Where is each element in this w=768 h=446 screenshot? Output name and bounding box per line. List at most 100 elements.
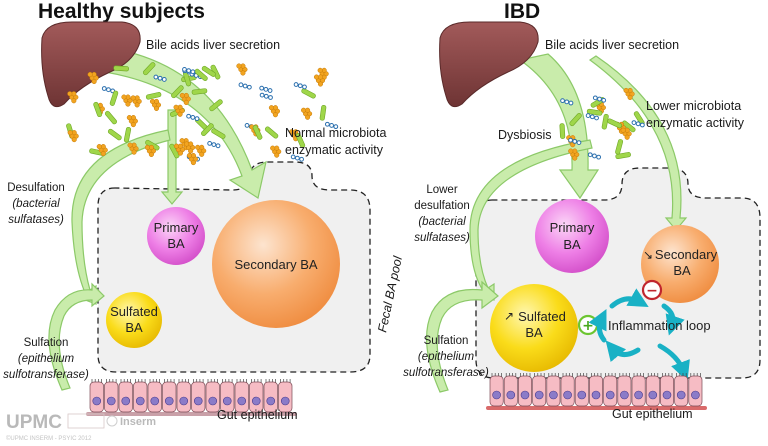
healthy-title: Healthy subjects [38,0,205,23]
epithelial-cell-icon [133,379,148,413]
bacterium-chain-icon [324,121,339,130]
epithelial-cell-icon [162,379,177,413]
basement-membrane [486,406,707,410]
bacterium-rod-icon [586,108,603,116]
bacterium-cocci-icon [149,98,162,111]
healthy-sulfation-label-3: sulfotransferase) [3,369,89,381]
bacterium-rod-icon [191,88,208,95]
bacterium-chain-icon [290,154,304,162]
epithelial-cell-icon [176,379,191,413]
plus-sign: + [582,318,594,334]
healthy-gut-epithelium-label: Gut epithelium [217,408,298,422]
epithelial-cell-icon [503,373,518,407]
sulfated-ba-label-2: BA [125,320,143,335]
bacterium-rod-icon [93,101,103,118]
bacterium-rod-icon [569,112,582,127]
inserm-logo: Inserm [120,416,156,428]
arrow-sulfation [48,282,105,391]
bacterium-rod-icon [209,99,223,112]
epithelial-cell-icon [104,379,119,413]
bacterium-cocci-icon [173,104,185,117]
bacterium-cocci-icon [620,127,632,140]
ibd-gut-epithelium-cells [486,373,707,410]
epithelial-cell-icon [574,373,589,407]
bacterium-rod-icon [145,92,162,100]
healthy-sulfation-label-1: Sulfation [24,337,69,349]
bacterium-cocci-icon [568,148,580,161]
inflammation-loop-label: Inflammation loop [608,318,711,333]
ibd-desulfation-label-4: sulfatases) [414,232,470,244]
bacterium-cocci-icon [301,107,313,120]
decrease-arrow-icon: ↘ [643,248,653,262]
ibd-liver-secretion-label: Bile acids liver secretion [545,38,679,52]
loop-arrow-left [588,309,607,343]
ibd-sulfation-label-2: (epithelium [418,351,475,363]
partner-logo [67,413,105,429]
increase-arrow-icon: ↗ [504,309,514,323]
bacterium-cocci-icon [623,87,635,101]
ibd-sulfation-label-3: sulfotransferase) [403,367,489,379]
bacterium-chain-icon [631,120,645,128]
sulfated-ba-circle [106,292,162,348]
healthy-microbiota-label-2: enzymatic activity [285,143,384,157]
epithelial-cell-icon [518,373,532,407]
bacterium-cocci-icon [195,144,207,157]
ibd-flow-arrows [425,53,688,393]
bacterium-cocci-icon [268,105,280,118]
bacterium-cocci-icon [179,92,191,106]
ibd-liver-icon [439,21,539,108]
bacterium-rod-icon [301,88,316,99]
bacterium-rod-icon [123,127,132,143]
bacterium-chain-icon [259,85,273,93]
epithelial-cell-icon [191,379,206,413]
credit-text: ©UPMC INSERM - PSYIC 2012 [6,435,92,442]
gut-epithelium-cells [86,379,297,416]
bacterium-cocci-icon [126,115,138,128]
loop-arrow-down [657,343,690,382]
ibd-arrow-sulfation [425,280,499,393]
arrow-desulfation [71,129,171,305]
bacterium-cocci-icon [96,144,108,157]
bacterium-rod-icon [142,62,156,76]
bacterium-rod-icon [559,123,566,139]
liver-icon [41,21,141,108]
ibd-secondary-ba-label-2: BA [673,263,691,278]
arrow-to-primary [160,109,184,205]
ibd-panel: IBD Bile acids liver secretion Lower mic… [403,0,761,421]
primary-ba-label-1: Primary [154,220,199,235]
minus-sign: − [646,283,658,299]
epithelial-cell-icon [546,373,561,407]
ibd-desulfation-label-1: Lower [426,184,457,196]
ibd-sulfated-ba-label-2: BA [525,325,543,340]
epithelial-cell-icon [617,373,632,407]
bacterium-rod-icon [109,90,119,106]
healthy-liver-secretion-label: Bile acids liver secretion [146,38,280,52]
ibd-arrow-to-primary [518,53,600,200]
microbiota-cluster [66,62,339,166]
primary-ba-circle [147,207,205,265]
ibd-sulfation-label-1: Sulfation [424,335,469,347]
bacterium-chain-icon [238,82,252,90]
epithelial-cell-icon [603,373,618,407]
ibd-microbiota-cluster [559,87,645,161]
bacterium-cocci-icon [236,63,248,76]
bacterium-rod-icon [107,128,122,141]
ibd-microbiota-label-1: Lower microbiota [646,99,741,113]
healthy-microbiota-label-1: Normal microbiota [285,126,386,140]
epithelial-cell-icon [560,373,575,407]
bacterium-cocci-icon [67,130,79,143]
epithelial-cell-icon [249,379,264,413]
loop-arrow-right [661,303,685,336]
bacterium-chain-icon [182,66,196,75]
epithelial-cell-icon [263,379,278,413]
bacterium-rod-icon [194,68,208,81]
healthy-desulfation-label-1: Desulfation [7,182,65,194]
bacterium-rod-icon [201,65,216,77]
ibd-desulfation-label-3: (bacterial [418,216,466,228]
epithelial-cell-icon [660,373,674,407]
secondary-ba-label: Secondary BA [234,257,317,272]
epithelial-cell-icon [147,379,162,413]
loop-arrow-top [609,288,649,309]
ibd-sulfated-ba-circle [490,284,578,372]
